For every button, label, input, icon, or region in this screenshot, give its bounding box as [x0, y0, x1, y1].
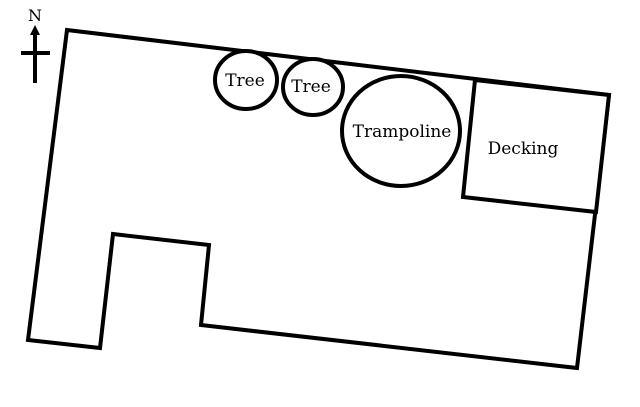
- trampoline-label: Trampoline: [353, 122, 452, 142]
- trampoline-circle: [340, 74, 462, 188]
- tree-1-label: Tree: [225, 71, 265, 91]
- north-arrow-icon: [30, 25, 40, 35]
- tree-2-circle: [281, 57, 345, 117]
- tree-1-circle: [213, 49, 279, 111]
- tree-2-label: Tree: [291, 77, 331, 97]
- north-label: N: [28, 6, 42, 25]
- decking-area: [460, 77, 612, 215]
- decking-label: Decking: [488, 139, 559, 159]
- north-compass: N: [21, 6, 50, 83]
